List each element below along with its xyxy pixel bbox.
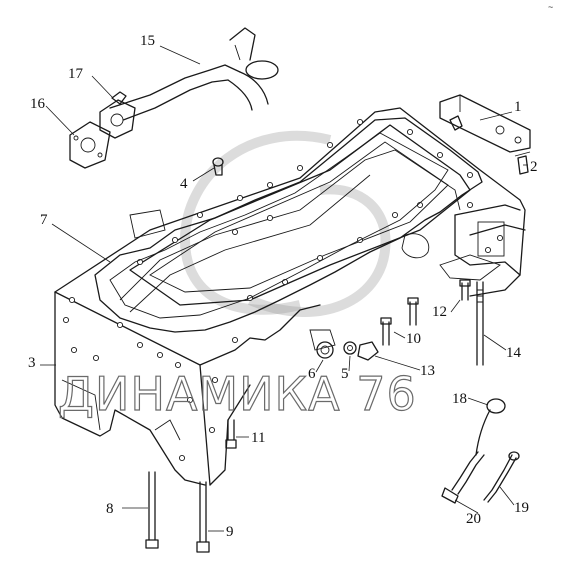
tube-fitting-19 (483, 451, 520, 503)
plug-13 (357, 341, 379, 361)
stud-14 (476, 281, 484, 366)
callout-3: 3 (28, 355, 36, 371)
dipstick-18 (475, 398, 506, 456)
pickup-tube-flange (99, 99, 136, 139)
callout-10: 10 (406, 331, 421, 347)
callout-14: 14 (506, 345, 522, 361)
corner-mark: ~ (548, 2, 553, 12)
callout-1: 1 (514, 99, 522, 115)
bolt-9 (196, 481, 210, 553)
dipstick-tube-20 (441, 451, 485, 504)
callout-7: 7 (40, 212, 48, 228)
callout-13: 13 (420, 363, 435, 379)
callout-19: 19 (514, 500, 529, 516)
flange-bolt-holes (62, 118, 504, 462)
bracket-bolt (514, 151, 531, 175)
callout-8: 8 (106, 501, 114, 517)
callout-5: 5 (341, 366, 349, 382)
gasket (94, 117, 483, 333)
pickup-bolt (111, 91, 127, 105)
callout-20: 20 (466, 511, 481, 527)
bolt-12 (459, 279, 471, 301)
callout-2: 2 (530, 159, 538, 175)
callout-17: 17 (68, 66, 84, 82)
watermark-text: ДИНАМИКА 76 (58, 367, 417, 421)
leader-lines (40, 45, 528, 532)
oil-pan-body (54, 107, 526, 486)
watermark-logo-icon (179, 130, 391, 317)
pickup-flange (69, 121, 111, 169)
callout-9: 9 (226, 524, 234, 540)
bolt-10 (407, 297, 419, 326)
washer-5 (343, 341, 357, 355)
fitting-4 (212, 157, 224, 176)
callout-12: 12 (432, 304, 447, 320)
callout-16: 16 (30, 96, 46, 112)
oil-pickup-tube (109, 27, 279, 123)
bolt-8 (145, 471, 159, 549)
plug-6 (316, 341, 334, 359)
callout-4: 4 (180, 176, 188, 192)
callout-6: 6 (308, 366, 316, 382)
callout-11: 11 (251, 430, 265, 446)
bolt-11 (225, 419, 237, 449)
callout-15: 15 (140, 33, 155, 49)
bracket (439, 94, 531, 153)
callout-18: 18 (452, 391, 467, 407)
bolt-10b (380, 317, 392, 346)
